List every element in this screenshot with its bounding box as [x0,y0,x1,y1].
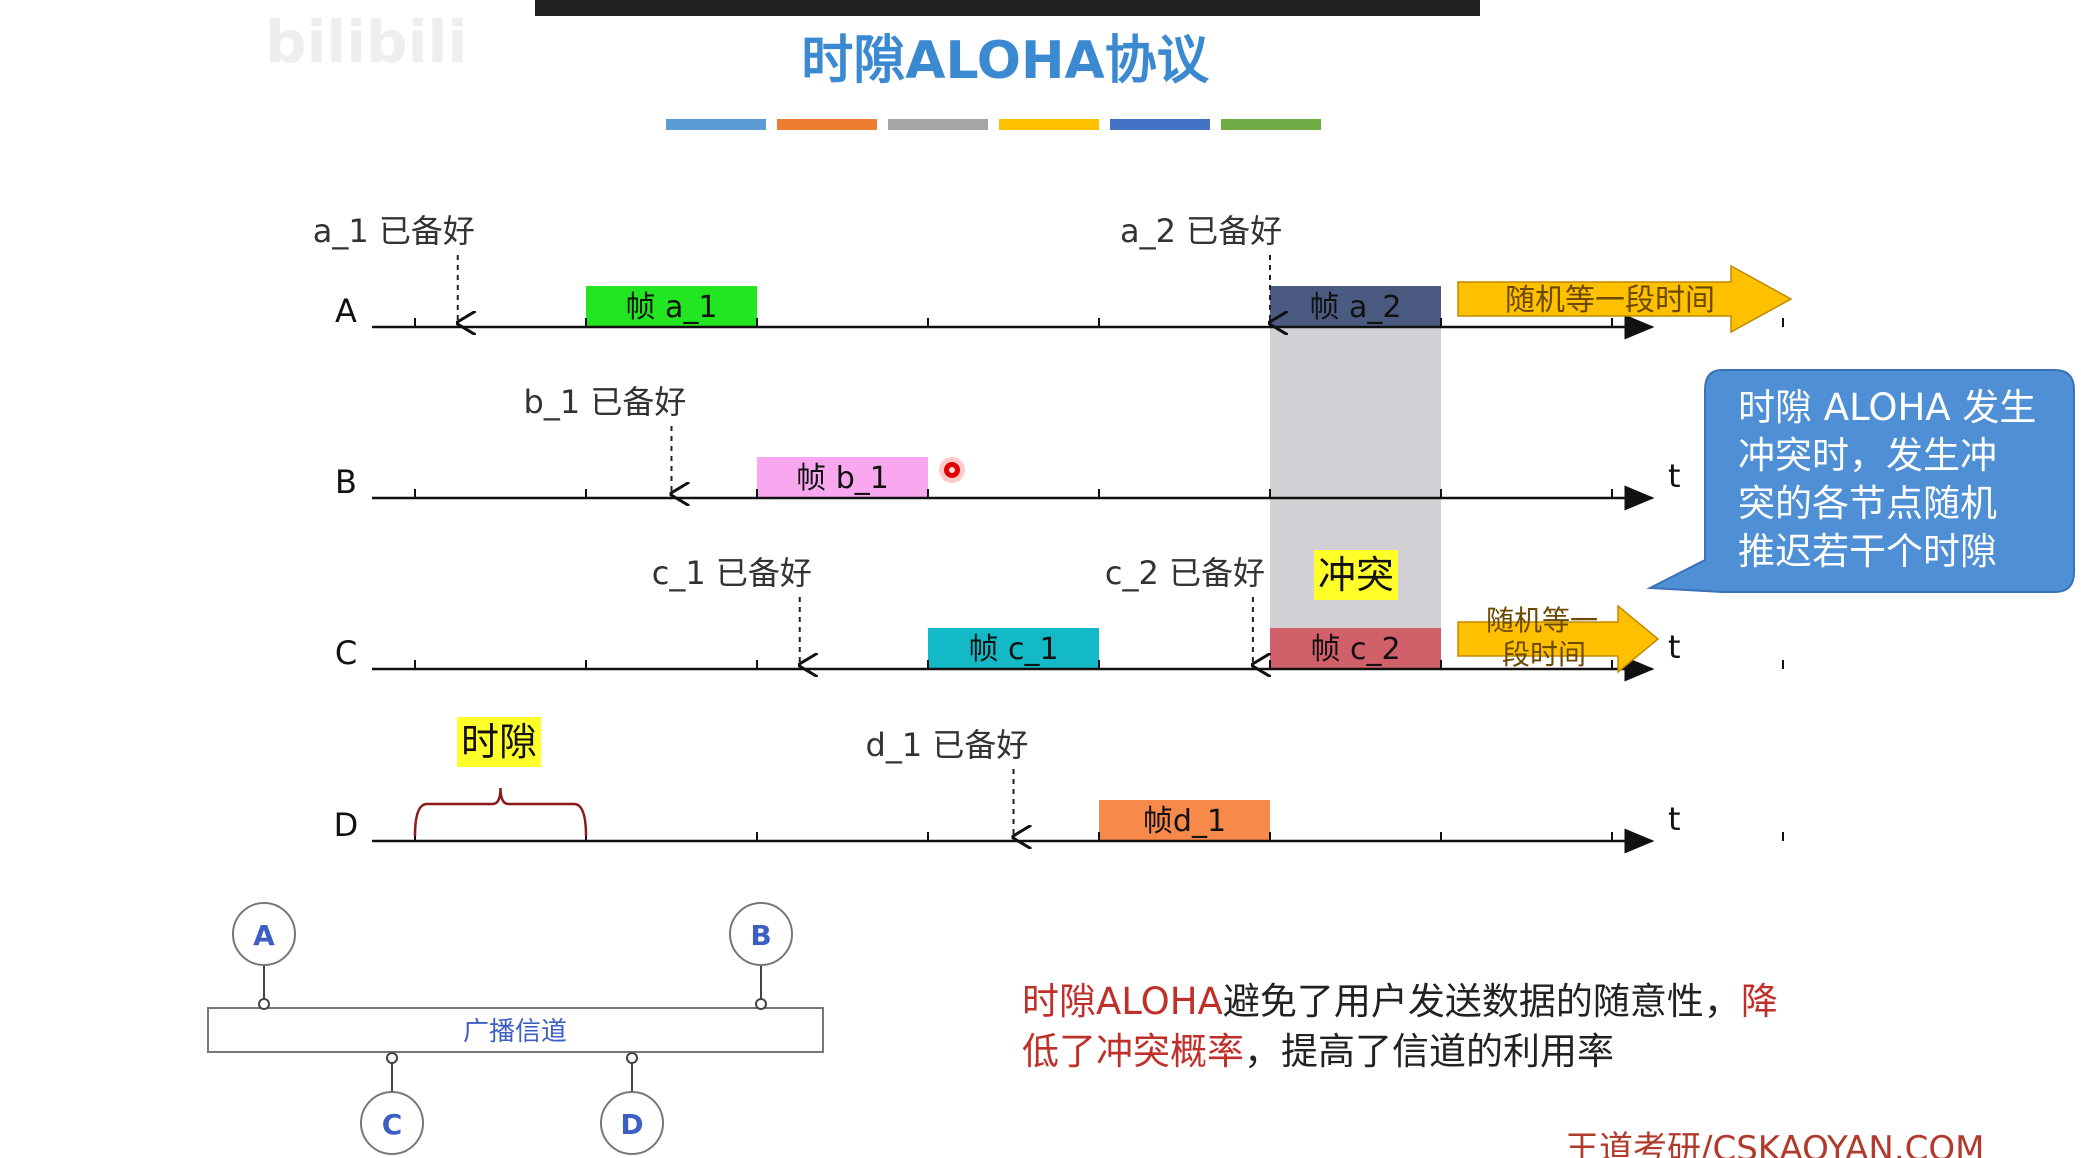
row-label: B [335,463,357,501]
backoff-arrow [1457,264,1793,334]
network-diagram: 广播信道 A B C D [207,902,824,1155]
color-bar [666,119,1321,130]
ready-label: d_1 已备好 [866,726,1029,764]
axis-symbol: t [1668,800,1681,838]
collision-area [1270,286,1441,669]
frame-label: 帧 c_2 [1310,632,1400,667]
network-node [360,1091,424,1155]
ready-label: a_2 已备好 [1120,212,1282,250]
frame-label: 帧d_1 [1143,804,1226,839]
pointer-dot [939,457,965,483]
frame-block [928,628,1099,669]
ready-label: c_2 已备好 [1105,554,1265,592]
color-bar-segment [777,119,877,130]
summary-red-2b: 低了冲突概率 [1022,1030,1244,1073]
frame-label: 帧 c_1 [968,632,1058,667]
callout-text: 时隙 ALOHA 发生冲突时，发生冲突的各节点随机推迟若干个时隙 [1738,386,2036,573]
row-label: C [335,634,357,672]
callout-bubble: 时隙 ALOHA 发生冲突时，发生冲突的各节点随机推迟若干个时隙 [1646,369,2075,593]
summary-black-1: 避免了用户发送数据的随意性， [1223,980,1741,1023]
collision-label: 冲突 [1318,553,1394,597]
frame-label: 帧 b_1 [796,461,889,496]
backoff-label: 随机等一段时间 [1505,283,1715,318]
ready-label: c_1 已备好 [652,554,812,592]
backoff-arrow [1457,604,1660,674]
axis-symbol: t [1668,457,1681,495]
frame-label: 帧 a_1 [625,290,717,325]
footer-brand: 王道考研/CSKAOYAN.COM [1565,1129,1985,1158]
row-label: D [334,806,359,844]
network-node-label: B [750,919,771,952]
collision-label-bg [1314,550,1398,600]
summary-red-1: 时隙ALOHA [1022,980,1223,1023]
slot-label-bg [457,717,541,767]
color-bar-segment [999,119,1099,130]
frames: 帧 a_1 帧 a_2 帧 b_1 帧 c_1 帧 c_2 帧d_1 [586,286,1441,841]
broadcast-channel [207,1007,824,1053]
slot-brace [413,787,588,837]
page-title: 时隙ALOHA协议 [801,31,1209,91]
ready-events: a_1 已备好 a_2 已备好 b_1 已备好 c_1 已备好 c_2 已备好 d_1 已… [313,212,1282,837]
summary-line-1: 时隙ALOHA避免了用户发送数据的随意性，降 [1022,980,1778,1023]
network-node-label: C [382,1108,403,1141]
slot-label: 时隙 [461,720,537,764]
frame-block [1099,800,1270,841]
frame-label: 帧 a_2 [1309,290,1401,325]
watermark-logo: bilibili [265,8,467,76]
ready-label: b_1 已备好 [524,383,687,421]
summary-red-2a: 降 [1741,980,1778,1023]
frame-block [1270,628,1441,669]
backoff-label: 随机等一段时间 [1486,604,1598,671]
frame-block [586,286,757,327]
network-node [729,902,793,966]
network-node [600,1091,664,1155]
row-label: A [335,292,357,330]
network-node-label: A [253,919,275,952]
frame-block [1270,286,1441,327]
summary-black-2: ，提高了信道的利用率 [1244,1030,1614,1073]
color-bar-segment [666,119,766,130]
network-node-label: D [620,1108,643,1141]
collision-region: 冲突 [1270,286,1441,669]
frame-block [757,457,928,498]
top-bar [535,0,1480,16]
ready-label: a_1 已备好 [313,212,475,250]
channel-label: 广播信道 [463,1017,567,1047]
axis-symbol: t [1668,628,1681,666]
color-bar-segment [1110,119,1210,130]
network-node [232,902,296,966]
summary-line-2: 低了冲突概率，提高了信道的利用率 [1022,1030,1614,1073]
color-bar-segment [1221,119,1321,130]
color-bar-segment [888,119,988,130]
